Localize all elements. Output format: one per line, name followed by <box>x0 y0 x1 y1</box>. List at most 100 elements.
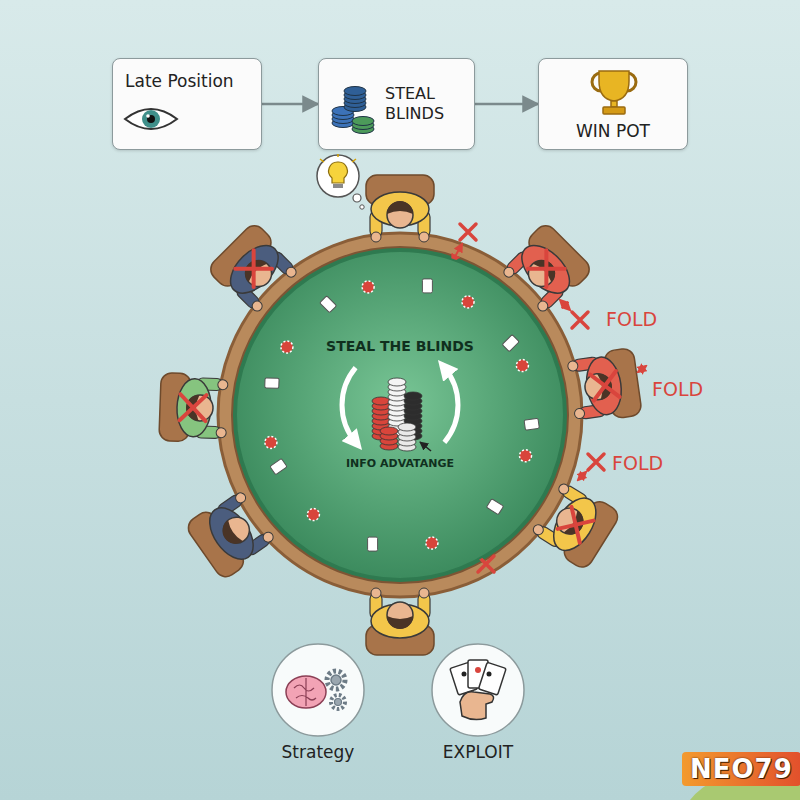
flow-arrow <box>262 103 318 106</box>
players <box>366 588 434 655</box>
fold-markers <box>560 300 570 310</box>
fold-markers <box>638 366 646 372</box>
fold-markers <box>460 224 476 240</box>
players <box>567 347 643 424</box>
poker-table-art <box>420 442 431 451</box>
concept-circle: Strategy <box>258 642 378 768</box>
poker-table-art <box>388 378 406 386</box>
players <box>159 373 228 443</box>
concept-circle-art <box>272 644 364 736</box>
idea-bubble <box>353 194 361 202</box>
fold-label: FOLD <box>612 452 663 474</box>
idea-bubble <box>329 162 348 183</box>
table-rim <box>218 233 582 597</box>
step-box: STEAL BLINDS <box>318 58 475 150</box>
concept-circle-art <box>335 699 342 706</box>
concept-circle-art <box>432 644 524 736</box>
step-box-art <box>352 117 374 126</box>
poker-table-art <box>486 499 503 515</box>
concept-circle-art <box>478 662 506 695</box>
poker-table-art <box>462 296 474 308</box>
players <box>366 175 434 242</box>
flow-arrow <box>475 103 538 106</box>
step-box-art <box>592 71 636 114</box>
players <box>528 250 565 287</box>
poker-table-art <box>520 450 532 462</box>
poker-table-art <box>372 397 390 405</box>
poker-table-art <box>307 509 319 521</box>
step-label: Late Position <box>125 71 234 91</box>
idea-bubble <box>317 155 359 197</box>
idea-bubble <box>360 205 364 209</box>
step-box-art <box>147 115 155 123</box>
concept-circle-art <box>331 695 345 709</box>
players <box>567 347 643 424</box>
poker-table-art <box>236 251 564 579</box>
step-label: WIN POT <box>576 121 650 141</box>
concept-circle-art <box>327 671 345 689</box>
poker-table-art <box>404 392 422 400</box>
poker-table-art <box>516 360 528 372</box>
poker-table-art <box>368 537 378 551</box>
concept-circle-art <box>462 672 467 677</box>
step-label: STEAL BLINDS <box>385 84 465 124</box>
players <box>180 394 207 421</box>
concept-label: Strategy <box>282 742 355 762</box>
step-box-art <box>599 71 629 101</box>
idea-bubble <box>320 154 356 162</box>
concept-circle-art <box>475 667 481 673</box>
fold-label: FOLD <box>606 308 657 330</box>
concept-circle-art <box>450 660 506 695</box>
step-box-art <box>146 114 150 118</box>
poker-table-art <box>265 378 279 388</box>
watermark-logo: NEO79 <box>682 752 800 786</box>
concept-circle: EXPLOIT <box>418 642 538 768</box>
players <box>159 373 228 443</box>
poker-table-art <box>524 418 539 430</box>
step-box-art <box>142 110 160 128</box>
players <box>235 250 272 287</box>
concept-circle-art <box>331 675 341 685</box>
table-label: STEAL THE BLINDS <box>326 338 474 354</box>
idea-bubble <box>333 184 343 188</box>
poker-table-art <box>265 436 277 448</box>
players <box>159 175 642 655</box>
poker-table-art <box>342 368 356 443</box>
poker-table-art <box>398 423 416 431</box>
concept-circle-art <box>460 692 494 720</box>
step-box-art <box>603 107 625 114</box>
concept-label: EXPLOIT <box>443 742 513 762</box>
players <box>558 507 594 543</box>
step-box: WIN POT <box>538 58 688 150</box>
players <box>366 588 434 655</box>
fold-markers <box>588 454 604 470</box>
fold-markers <box>578 472 586 480</box>
concept-circle-art <box>286 676 326 708</box>
step-box-art <box>611 101 617 107</box>
fold-label: FOLD <box>652 378 703 400</box>
poker-table-art <box>320 296 337 313</box>
poker-table-art <box>270 458 287 474</box>
poker-table-art <box>362 281 374 293</box>
table-rim <box>218 233 582 597</box>
poker-table-art <box>281 341 293 353</box>
step-box: Late Position <box>112 58 262 150</box>
poker-table-art <box>380 427 398 435</box>
idea-bubble <box>317 154 364 209</box>
fold-markers <box>572 312 588 328</box>
poker-table-art <box>422 279 432 293</box>
concept-circle-art <box>487 672 492 677</box>
step-box-art <box>125 109 177 129</box>
poker-table-art <box>426 537 438 549</box>
table-rim <box>232 247 568 583</box>
concept-circle-art <box>294 678 316 706</box>
poker-table-art <box>502 335 519 352</box>
poker-table-art <box>235 250 565 580</box>
table-label: INFO ADVATANGE <box>346 457 454 470</box>
players <box>366 175 434 242</box>
step-box-art <box>344 87 366 96</box>
players <box>590 371 619 400</box>
poker-table: STEAL THE BLINDS INFO ADVATANGE <box>235 250 565 580</box>
poker-table-art <box>444 368 458 443</box>
